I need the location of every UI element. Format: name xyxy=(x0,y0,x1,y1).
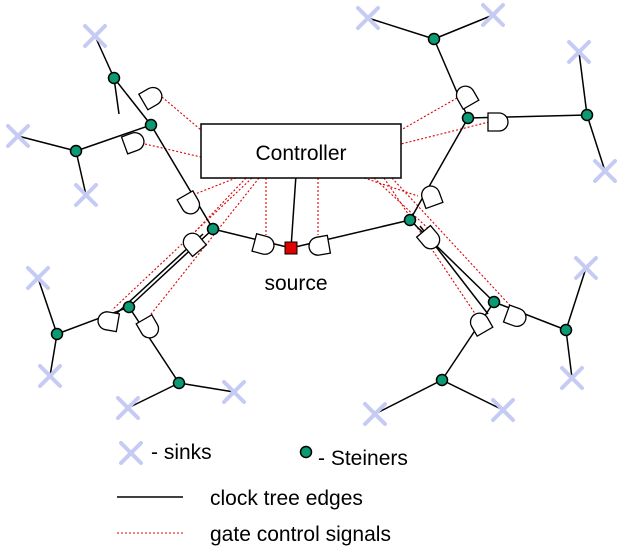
clock-gate xyxy=(421,185,444,210)
control-signal xyxy=(111,177,253,311)
sink-marks xyxy=(6,3,617,426)
clock-edge xyxy=(441,379,504,411)
clock-gates xyxy=(97,85,527,339)
clock-edge xyxy=(467,114,588,119)
clock-edge xyxy=(150,124,214,230)
clock-edge xyxy=(578,51,588,116)
legend-steiners-label: - Steiners xyxy=(318,447,408,470)
sink-icon xyxy=(481,3,505,27)
clock-edge xyxy=(113,77,152,126)
sink-icon xyxy=(491,398,515,422)
clock-edge xyxy=(128,306,180,384)
sink-icon xyxy=(574,256,598,280)
steiner-point xyxy=(487,295,501,309)
clock-gate xyxy=(469,312,494,338)
controller-box xyxy=(200,123,402,179)
sink-icon xyxy=(116,396,140,420)
clock-edge xyxy=(212,228,292,249)
clock-edge xyxy=(290,174,297,249)
control-signal xyxy=(391,177,517,313)
clock-gate xyxy=(137,86,163,111)
steiner-point xyxy=(107,71,121,85)
steiner-point xyxy=(50,327,64,341)
steiner-point xyxy=(172,376,186,390)
sink-icon xyxy=(222,380,246,404)
control-signal xyxy=(373,177,433,233)
legend: - sinks - Steiners clock tree edges gate… xyxy=(117,441,408,546)
control-signal xyxy=(144,143,202,158)
steiner-points xyxy=(50,32,594,390)
clock-gate xyxy=(415,224,441,250)
legend-steiner-icon xyxy=(299,445,313,459)
clock-edge xyxy=(374,379,443,415)
sink-icon xyxy=(593,159,617,183)
clock-gate xyxy=(308,234,332,256)
sink-icon xyxy=(356,6,380,30)
control-signal xyxy=(363,177,419,197)
clock-edge xyxy=(493,301,567,331)
steiner-point xyxy=(403,213,417,227)
clock-edge xyxy=(75,150,87,196)
steiner-point xyxy=(559,323,573,337)
sink-icon xyxy=(74,183,98,207)
source-node xyxy=(284,241,298,255)
clock-edge xyxy=(37,277,58,335)
clock-edge xyxy=(367,17,435,40)
clock-gate xyxy=(251,232,275,255)
steiner-point xyxy=(144,118,158,132)
steiner-point xyxy=(435,373,449,387)
clock-edge xyxy=(94,35,115,79)
clock-edge xyxy=(565,267,587,331)
sink-icon xyxy=(83,24,107,48)
sink-icon xyxy=(26,266,50,290)
control-signal xyxy=(400,97,458,131)
clock-gate xyxy=(176,189,201,215)
control-signal xyxy=(161,96,202,131)
clock-edge xyxy=(409,117,469,221)
clock-edge xyxy=(178,382,235,393)
clock-edge xyxy=(49,333,58,377)
sink-icon xyxy=(363,402,387,426)
clock-edge xyxy=(433,14,494,40)
clock-gate xyxy=(120,132,145,155)
control-signal xyxy=(189,177,237,197)
clock-edge xyxy=(56,306,130,335)
clock-gate xyxy=(182,232,208,258)
steiner-point xyxy=(122,300,136,314)
clock-gate xyxy=(502,304,527,327)
steiner-point xyxy=(461,111,475,125)
clock-gate xyxy=(135,313,160,339)
source-label: source xyxy=(264,272,327,295)
legend-sinks-label: - sinks xyxy=(151,441,212,464)
clock-edge xyxy=(586,114,606,172)
clock-gate xyxy=(97,311,121,333)
sink-icon xyxy=(6,124,30,148)
steiner-point xyxy=(580,108,594,122)
clock-edge xyxy=(565,329,573,379)
control-signal xyxy=(400,121,490,145)
clock-gate xyxy=(487,112,509,132)
clock-edge xyxy=(75,124,152,152)
legend-control-label: gate control signals xyxy=(210,523,391,546)
clock-gate xyxy=(455,85,480,111)
clock-edge xyxy=(127,382,180,409)
controller-label: Controller xyxy=(255,142,346,165)
steiner-point xyxy=(206,222,220,236)
steiner-point xyxy=(69,144,83,158)
steiner-point xyxy=(427,32,441,46)
legend-edges-label: clock tree edges xyxy=(210,487,363,510)
sink-icon xyxy=(38,364,62,388)
clock-edge xyxy=(17,135,77,152)
clock-tree-edges xyxy=(17,14,606,415)
clock-edge xyxy=(441,301,495,381)
legend-sink-icon xyxy=(119,441,143,465)
sink-icon xyxy=(560,366,584,390)
sink-icon xyxy=(567,40,591,64)
